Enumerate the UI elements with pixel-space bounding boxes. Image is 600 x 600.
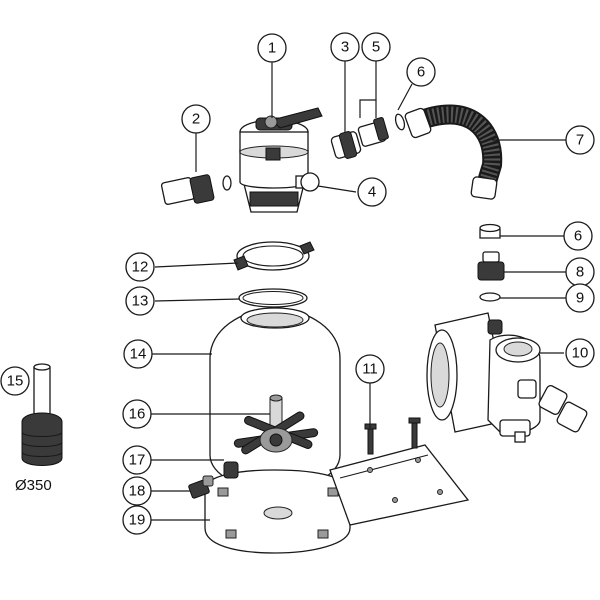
callout-8: 8 (565, 257, 595, 287)
callout-4: 4 (357, 177, 387, 207)
pump-fittings (477, 223, 505, 302)
svg-text:17: 17 (129, 452, 146, 469)
svg-text:2: 2 (192, 111, 200, 128)
callout-6-top: 6 (406, 57, 436, 87)
tank-o-ring (238, 288, 308, 308)
svg-text:13: 13 (132, 293, 149, 310)
callout-15: 15 (0, 366, 30, 396)
callout-18: 18 (122, 476, 152, 506)
callout-7: 7 (565, 125, 595, 155)
drain-valve (188, 475, 214, 499)
callout-10: 10 (565, 338, 595, 368)
svg-text:15: 15 (7, 373, 24, 390)
svg-text:10: 10 (572, 345, 589, 362)
callout-11: 11 (355, 354, 385, 384)
svg-text:12: 12 (132, 259, 149, 276)
svg-text:16: 16 (129, 406, 146, 423)
callout-13: 13 (125, 286, 155, 316)
hose-tail (160, 174, 232, 205)
base-stand (204, 444, 470, 554)
callout-17: 17 (122, 445, 152, 475)
drain-plug (223, 461, 239, 479)
callout-5: 5 (361, 32, 391, 62)
callout-6-pump: 6 (563, 221, 593, 251)
svg-text:18: 18 (129, 483, 146, 500)
pump (426, 312, 588, 443)
laterals-assembly (233, 394, 319, 455)
callout-16: 16 (122, 399, 152, 429)
svg-text:8: 8 (576, 264, 584, 281)
svg-text:1: 1 (268, 40, 276, 57)
svg-text:9: 9 (576, 290, 584, 307)
tank-clamp (233, 241, 315, 271)
size-label: Ø350 (15, 477, 52, 494)
callout-1: 1 (257, 33, 287, 63)
leader-lines (151, 60, 566, 521)
svg-text:3: 3 (341, 39, 349, 56)
svg-text:7: 7 (576, 132, 584, 149)
multiport-valve (239, 107, 323, 213)
svg-text:11: 11 (362, 361, 378, 378)
svg-text:6: 6 (574, 228, 582, 245)
flexible-hose (404, 104, 503, 200)
union-fittings (330, 113, 406, 159)
svg-text:19: 19 (129, 512, 146, 529)
standpipe-350 (21, 363, 63, 466)
callout-12: 12 (125, 252, 155, 282)
callout-9: 9 (565, 283, 595, 313)
callout-14: 14 (123, 339, 153, 369)
svg-text:4: 4 (368, 184, 376, 201)
svg-text:5: 5 (372, 39, 380, 56)
callout-2: 2 (181, 104, 211, 134)
svg-text:14: 14 (130, 346, 147, 363)
callout-3: 3 (330, 32, 360, 62)
sight-glass (295, 172, 320, 192)
callout-19: 19 (122, 505, 152, 535)
svg-text:6: 6 (417, 64, 425, 81)
